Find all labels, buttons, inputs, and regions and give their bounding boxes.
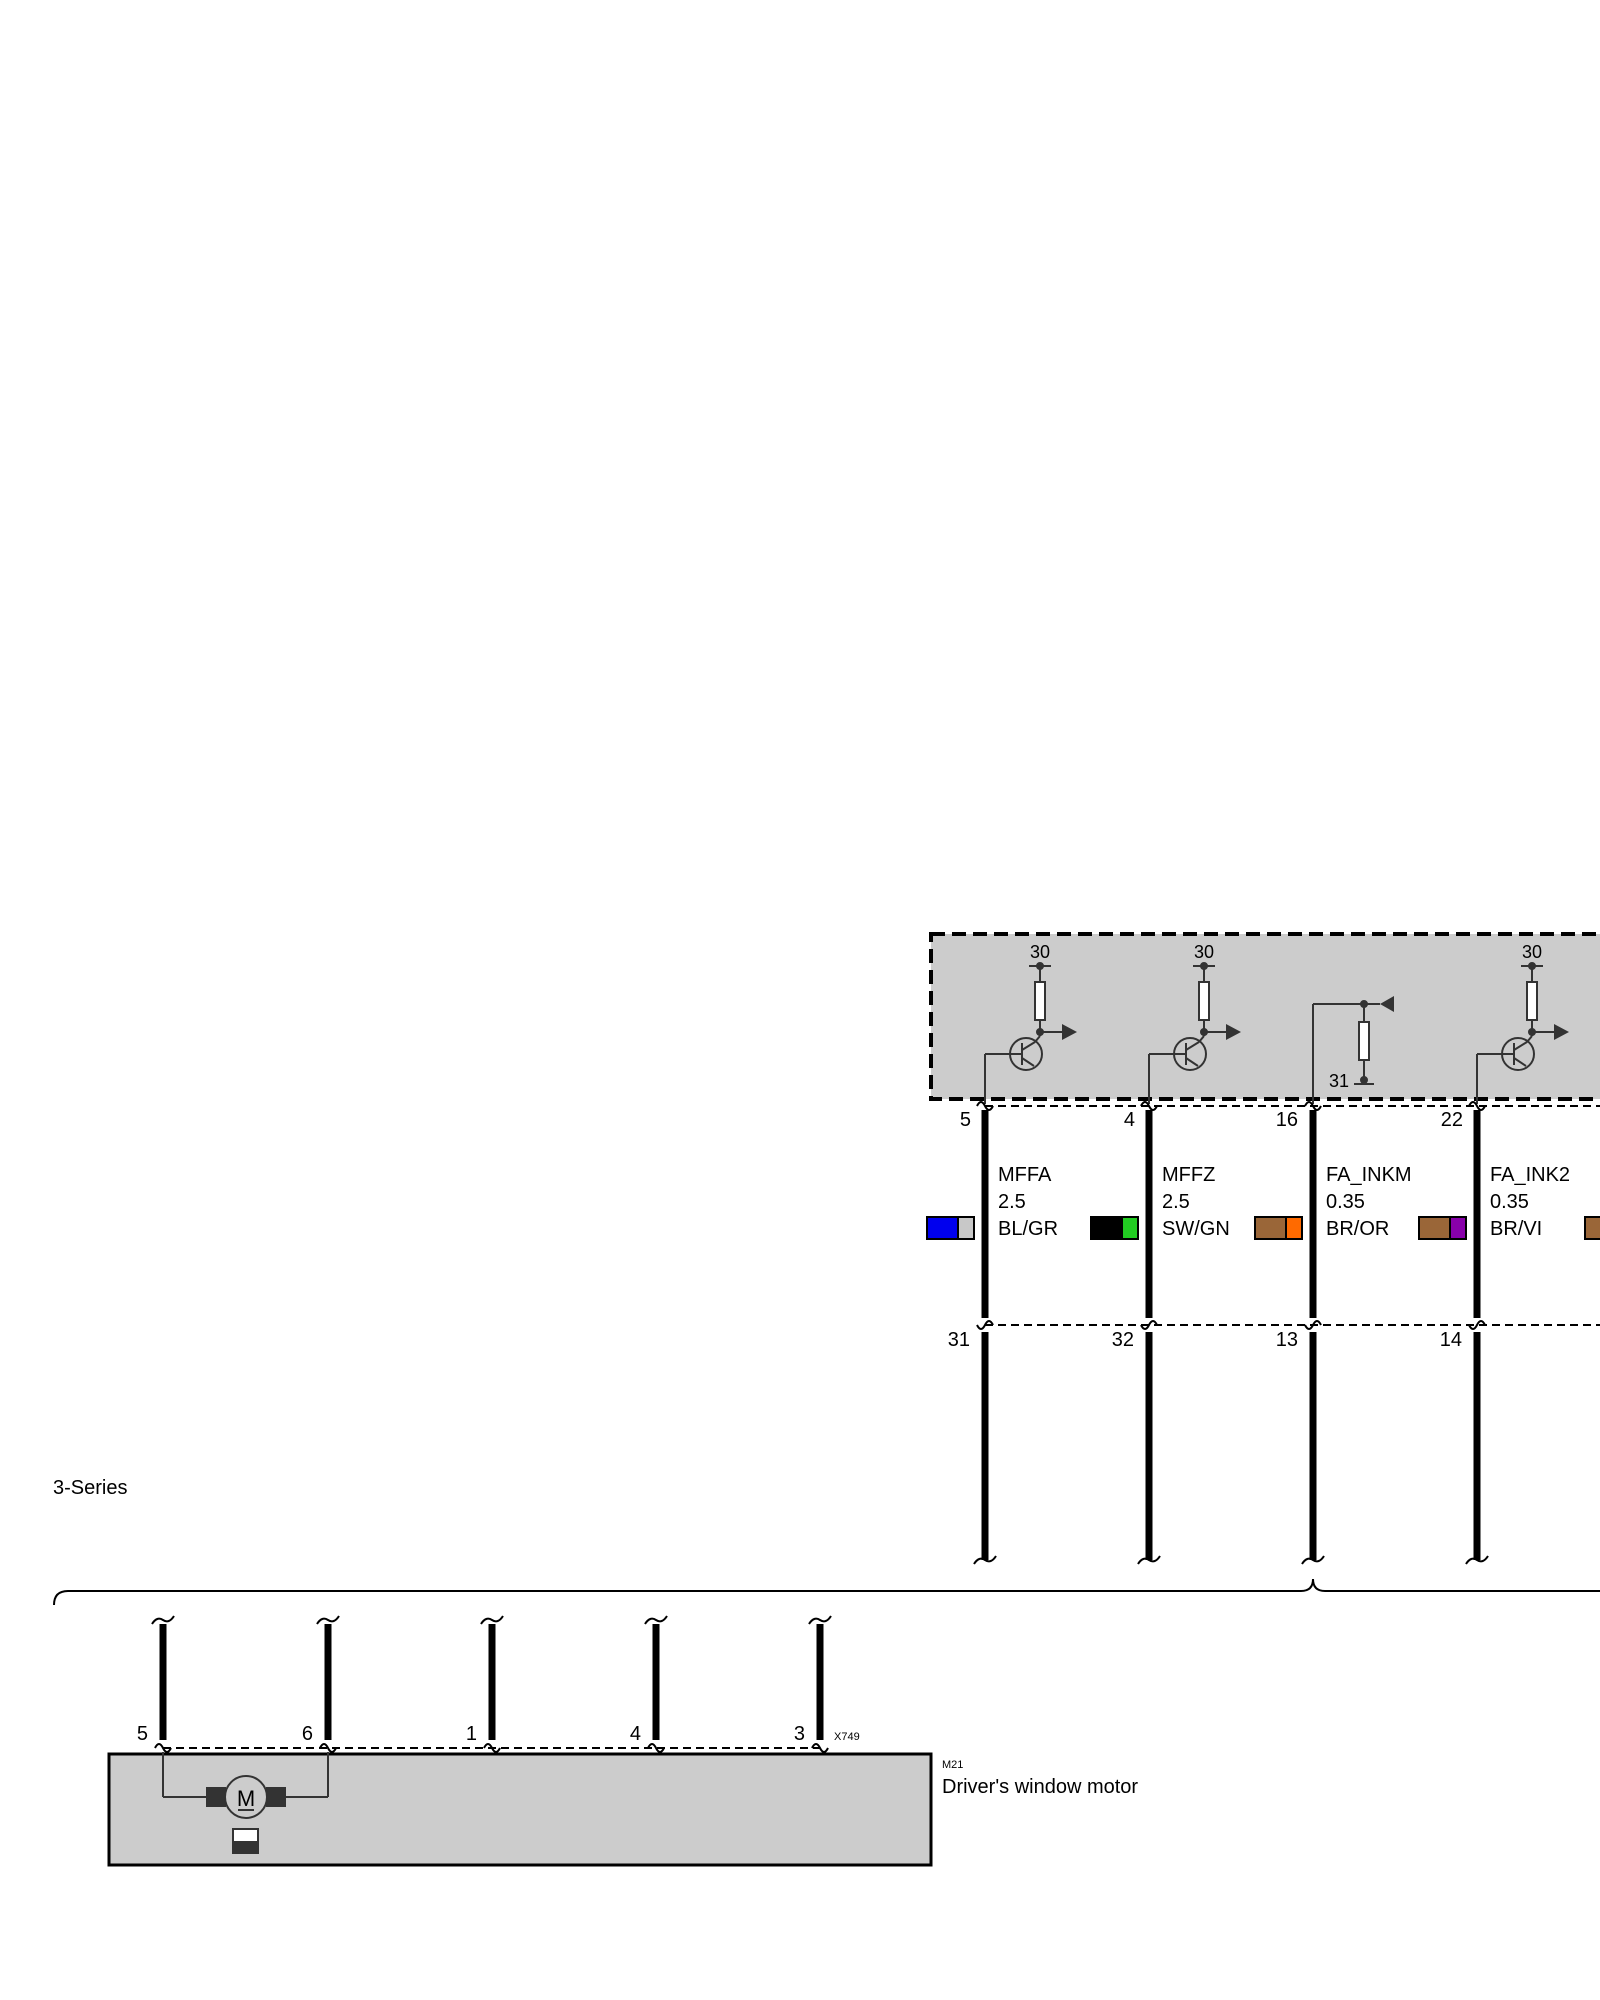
motor-pin-3: 1 — [466, 1723, 477, 1745]
color-swatch-c3-secondary — [1285, 1216, 1303, 1240]
motor-wire-4 — [644, 1615, 668, 1753]
color-code-c3: BR/OR — [1326, 1218, 1389, 1240]
pin-bottom-c2: 32 — [1112, 1329, 1134, 1351]
pin-bottom-c4: 14 — [1440, 1329, 1462, 1351]
ground-label-c3: 31 — [1329, 1071, 1349, 1091]
color-swatch-c3 — [1254, 1216, 1303, 1240]
color-swatch-c2 — [1090, 1216, 1139, 1240]
resistor-ground-symbol-c3 — [1312, 996, 1394, 1104]
pin-bottom-c3: 13 — [1276, 1329, 1298, 1351]
color-swatch-c1-primary — [926, 1216, 959, 1240]
wire-c3 — [1301, 1101, 1325, 1565]
color-swatch-c1 — [926, 1216, 975, 1240]
motor-wire-5 — [808, 1615, 832, 1753]
color-swatch-c1-secondary — [957, 1216, 975, 1240]
supply-label-c1: 30 — [1030, 942, 1050, 962]
transistor-symbol-c1 — [984, 962, 1077, 1104]
harness-brace — [53, 1578, 1600, 1606]
motor-pin-2: 6 — [302, 1723, 313, 1745]
color-swatch-c3-primary — [1254, 1216, 1287, 1240]
motor-letter: M — [237, 1786, 255, 1811]
pin-top-c4: 22 — [1441, 1109, 1463, 1131]
wire-c4 — [1465, 1101, 1489, 1565]
pin-top-c3: 16 — [1276, 1109, 1298, 1131]
motor-wire-3 — [480, 1615, 504, 1753]
motor-wire-1 — [151, 1615, 175, 1753]
color-swatch-c4 — [1418, 1216, 1467, 1240]
signal-c3: FA_INKM — [1326, 1164, 1412, 1186]
transistor-symbol-c4 — [1476, 962, 1569, 1104]
motor-pin-1: 5 — [137, 1723, 148, 1745]
size-c3: 0.35 — [1326, 1191, 1365, 1213]
signal-c2: MFFZ — [1162, 1164, 1215, 1186]
size-c4: 0.35 — [1490, 1191, 1529, 1213]
pin-bottom-c1: 31 — [948, 1329, 970, 1351]
color-swatch-c4-secondary — [1449, 1216, 1467, 1240]
supply-label-c2: 30 — [1194, 942, 1214, 962]
signal-c1: MFFA — [998, 1164, 1052, 1186]
signal-c4: FA_INK2 — [1490, 1164, 1570, 1186]
motor-name: Driver's window motor — [942, 1776, 1138, 1798]
size-c2: 2.5 — [1162, 1191, 1190, 1213]
motor-id: M21 — [942, 1759, 963, 1771]
wire-c2 — [1137, 1101, 1161, 1565]
motor-pin-5: 3 — [794, 1723, 805, 1745]
color-swatch-c2-primary — [1090, 1216, 1123, 1240]
color-swatch-c4-primary — [1418, 1216, 1451, 1240]
color-code-c4: BR/VI — [1490, 1218, 1542, 1240]
color-code-c1: BL/GR — [998, 1218, 1058, 1240]
color-code-c2: SW/GN — [1162, 1218, 1230, 1240]
size-c1: 2.5 — [998, 1191, 1026, 1213]
section-label: 3-Series — [53, 1477, 127, 1499]
motor-wire-2 — [316, 1615, 340, 1753]
pin-top-c2: 4 — [1124, 1109, 1135, 1131]
supply-label-c4: 30 — [1522, 942, 1542, 962]
color-swatch-c2-secondary — [1121, 1216, 1139, 1240]
wire-c1 — [973, 1101, 997, 1565]
transistor-symbol-c2 — [1148, 962, 1241, 1104]
motor-pin-4: 4 — [630, 1723, 641, 1745]
motor-symbol — [162, 1752, 329, 1854]
color-swatch-partial — [1584, 1216, 1600, 1240]
pin-top-c1: 5 — [960, 1109, 971, 1131]
connector-id: X749 — [834, 1731, 860, 1743]
